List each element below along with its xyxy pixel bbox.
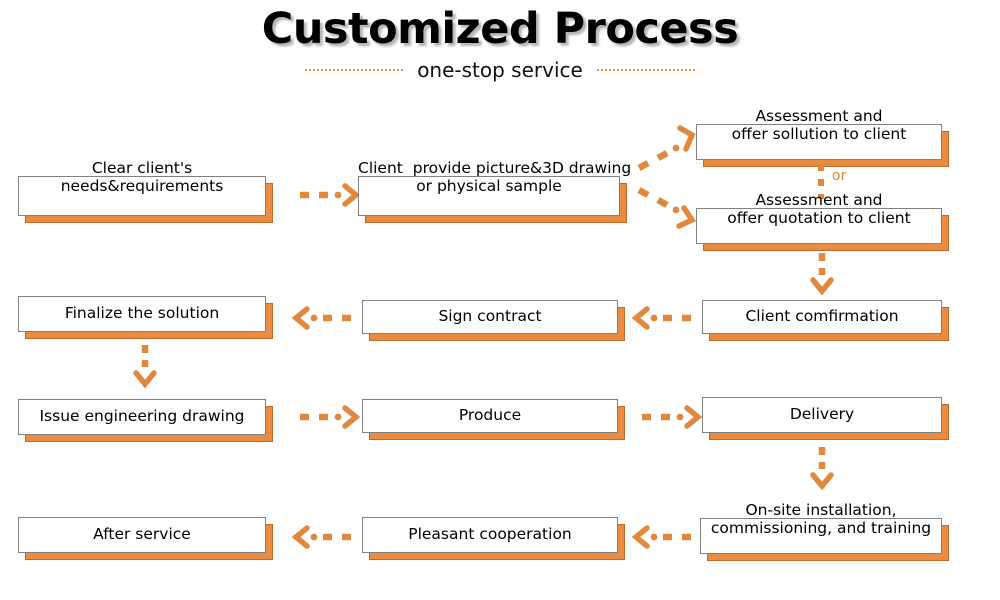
- arrow-branch-down-to-quotation: [636, 182, 697, 238]
- arrow-left-cooperation-to-after-service: [291, 522, 354, 552]
- arrow-down-quotation-to-confirmation: [810, 252, 834, 296]
- node-client-provide[interactable]: Client provide picture&3D drawing or phy…: [358, 159, 631, 223]
- node-face: [700, 518, 942, 554]
- arrow-left-installation-to-cooperation: [631, 522, 694, 552]
- arrow-left-confirmation-to-contract: [631, 303, 694, 333]
- node-face: [358, 176, 620, 216]
- page-subtitle: one-stop service: [417, 58, 583, 82]
- connector-or-label: or: [832, 168, 847, 184]
- connector-or-dashes: [815, 162, 827, 200]
- node-face: [18, 517, 266, 553]
- page-title: Customized Process: [261, 4, 739, 54]
- node-produce[interactable]: Produce: [362, 399, 625, 440]
- node-finalize-solution[interactable]: Finalize the solution: [18, 296, 273, 339]
- node-onsite-installation[interactable]: On-site installation, commissioning, and…: [700, 501, 949, 561]
- node-face: [18, 399, 266, 435]
- arrow-right-needs-to-provide: [298, 180, 361, 210]
- node-pleasant-cooperation[interactable]: Pleasant cooperation: [362, 517, 625, 560]
- node-face: [362, 399, 618, 433]
- node-issue-drawing[interactable]: Issue engineering drawing: [18, 399, 273, 442]
- subtitle-dash-right: [596, 69, 695, 71]
- node-offer-quotation[interactable]: Assessment and offer quotation to client: [696, 191, 949, 251]
- subtitle-row: one-stop service: [0, 58, 1000, 82]
- node-face: [18, 176, 266, 216]
- subtitle-dash-left: [305, 69, 404, 71]
- node-face: [362, 300, 618, 334]
- node-delivery[interactable]: Delivery: [702, 397, 949, 440]
- arrow-left-contract-to-finalize: [291, 303, 354, 333]
- arrow-branch-up-to-solution: [636, 122, 696, 178]
- node-after-service[interactable]: After service: [18, 517, 273, 560]
- node-face: [702, 300, 942, 334]
- node-face: [702, 397, 942, 433]
- node-face: [18, 296, 266, 332]
- node-offer-solution[interactable]: Assessment and offer sollution to client: [696, 107, 949, 167]
- node-client-confirmation[interactable]: Client comfirmation: [702, 300, 949, 341]
- node-face: [362, 517, 618, 553]
- node-face: [696, 208, 942, 244]
- arrow-down-delivery-to-installation: [810, 446, 834, 494]
- arrow-down-finalize-to-drawing: [133, 344, 157, 392]
- arrow-right-produce-to-delivery: [640, 402, 703, 432]
- node-face: [696, 124, 942, 160]
- node-sign-contract[interactable]: Sign contract: [362, 300, 625, 341]
- node-clear-needs[interactable]: Clear client's needs&requirements: [18, 159, 273, 223]
- arrow-right-drawing-to-produce: [298, 402, 361, 432]
